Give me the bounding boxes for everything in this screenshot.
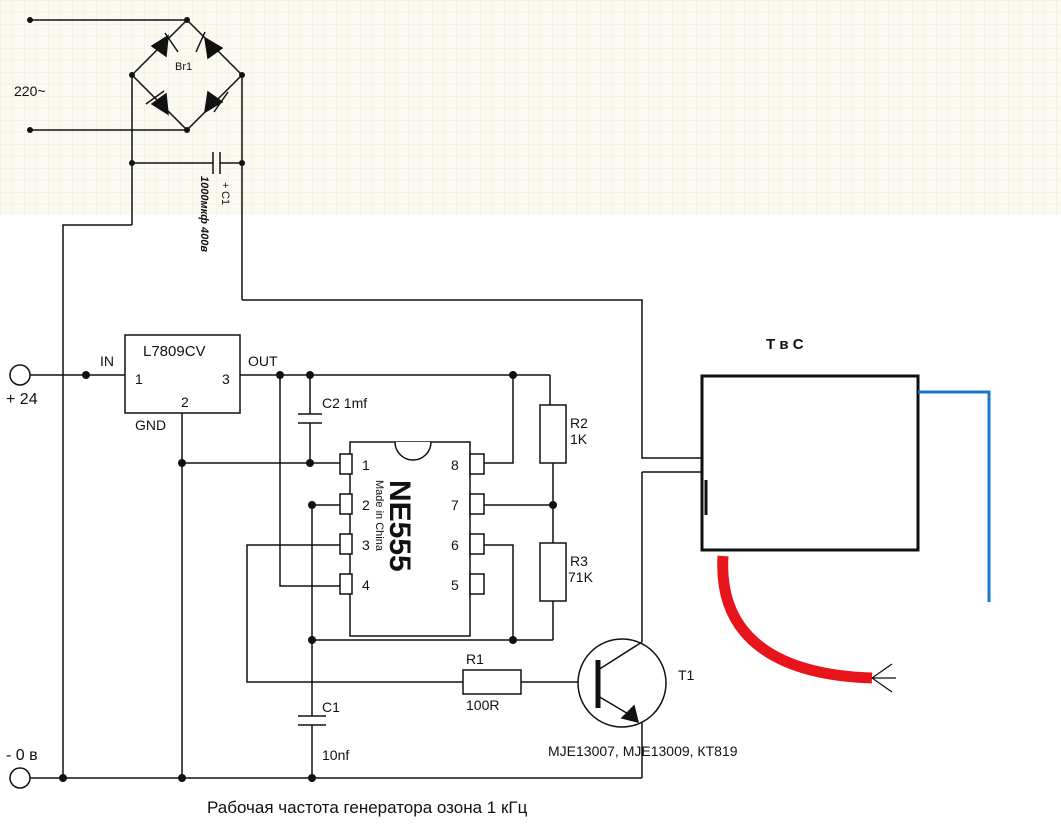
ne555-pin-4: 4 bbox=[362, 577, 370, 593]
ne555-subtitle: Made in China bbox=[373, 480, 385, 552]
regulator-name: L7809CV bbox=[143, 343, 206, 360]
ne555-name: NE555 bbox=[383, 480, 416, 572]
plus-24-label: + 24 bbox=[6, 391, 38, 408]
transistor-options: MJE13007, MJE13009, КТ819 bbox=[548, 743, 738, 759]
transformer-label: Т в С bbox=[766, 336, 804, 353]
plus-24-terminal bbox=[9, 364, 31, 386]
ne555-pin-8: 8 bbox=[451, 457, 459, 473]
hv-red-wire bbox=[717, 555, 873, 684]
ne555-pin-1: 1 bbox=[362, 457, 370, 473]
grid-background bbox=[0, 0, 1061, 215]
transformer-box bbox=[700, 374, 920, 552]
r3-name: R3 bbox=[570, 553, 588, 569]
regulator-out-label: OUT bbox=[248, 353, 278, 369]
ne555-pin-7: 7 bbox=[451, 497, 459, 513]
regulator-pin3: 3 bbox=[222, 371, 230, 387]
ne555-chip bbox=[339, 441, 485, 637]
mains-terminal-top bbox=[27, 17, 33, 23]
zero-volt-label: - 0 в bbox=[6, 747, 38, 764]
zero-volt-terminal bbox=[9, 767, 31, 789]
mains-cap-polarity: + bbox=[219, 182, 231, 188]
regulator-pin2: 2 bbox=[181, 394, 189, 410]
transistor-name: T1 bbox=[678, 667, 695, 683]
r1-value: 100R bbox=[466, 697, 499, 713]
c2-label: C2 1mf bbox=[322, 395, 367, 411]
r3-value: 71K bbox=[568, 569, 594, 585]
mains-terminal-bottom bbox=[27, 127, 33, 133]
c1-value: 10nf bbox=[322, 747, 349, 763]
mains-cap-name: C1 bbox=[219, 191, 231, 205]
ne555-pin-2: 2 bbox=[362, 497, 370, 513]
r1-name: R1 bbox=[466, 651, 484, 667]
ne555-pin-5: 5 bbox=[451, 577, 459, 593]
ne555-pin-3: 3 bbox=[362, 537, 370, 553]
mains-voltage-label: 220~ bbox=[14, 83, 46, 99]
r2-value: 1K bbox=[570, 431, 588, 447]
caption: Рабочая частота генератора озона 1 кГц bbox=[207, 798, 528, 817]
regulator-gnd-label: GND bbox=[135, 417, 166, 433]
bridge-label: Br1 bbox=[175, 61, 192, 73]
c1-name: C1 bbox=[322, 699, 340, 715]
regulator-in-label: IN bbox=[100, 353, 114, 369]
ne555-pin-6: 6 bbox=[451, 537, 459, 553]
regulator-pin1: 1 bbox=[135, 371, 143, 387]
hv-blue-wire bbox=[918, 390, 991, 602]
r2-name: R2 bbox=[570, 415, 588, 431]
mains-cap-value: 1000мкф 400в bbox=[198, 176, 210, 252]
